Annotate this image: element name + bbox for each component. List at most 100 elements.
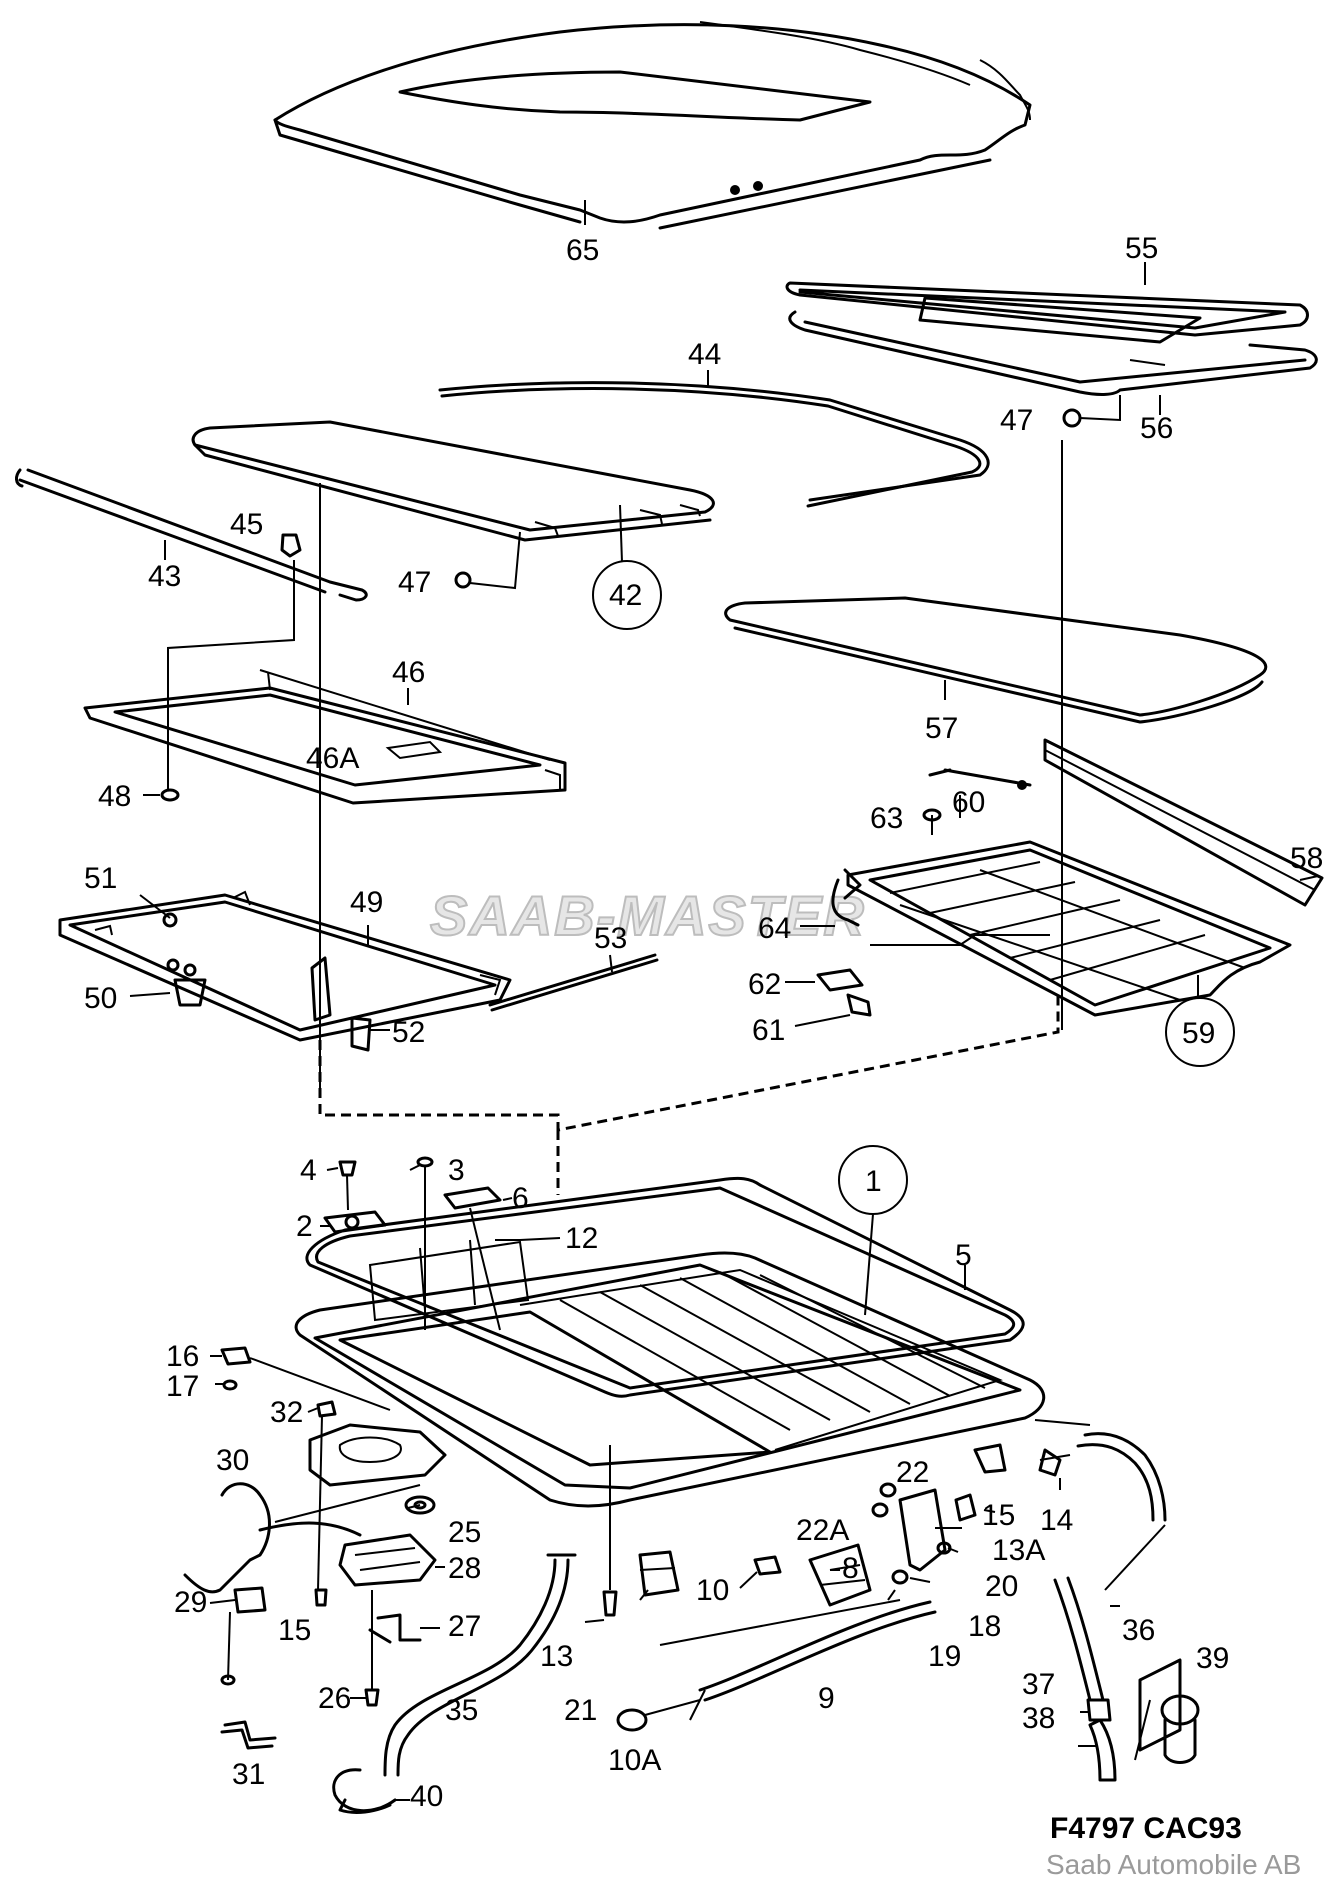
callout-63: 63 bbox=[870, 802, 903, 835]
sunroof-frame-1 bbox=[294, 1239, 1046, 1508]
clip-47-left bbox=[454, 531, 521, 590]
watermark: SAAB-MASTER bbox=[430, 884, 866, 947]
latch-52 bbox=[310, 956, 390, 1052]
callout-38: 38 bbox=[1022, 1702, 1055, 1735]
callout-50: 50 bbox=[84, 982, 117, 1015]
hose-36 bbox=[1053, 1432, 1167, 1702]
clip-31 bbox=[220, 1720, 277, 1750]
frame-59 bbox=[846, 840, 1292, 1017]
roof-panel bbox=[273, 21, 1032, 230]
callout-10: 10 bbox=[696, 1574, 729, 1607]
seal-57 bbox=[724, 596, 1268, 724]
callout-44: 44 bbox=[688, 338, 721, 371]
clip-47-right bbox=[1062, 395, 1121, 428]
mechanism-8 bbox=[808, 1543, 872, 1607]
callout-64: 64 bbox=[758, 912, 791, 945]
bolt-48 bbox=[143, 788, 180, 802]
callout-46: 46 bbox=[392, 656, 425, 689]
washer-2 bbox=[323, 1210, 387, 1234]
callout-29: 29 bbox=[174, 1586, 207, 1619]
callout-labels: 65 55 44 56 47 45 43 47 42 57 46 46A 48 … bbox=[84, 232, 1323, 1813]
switch-21 bbox=[638, 1550, 680, 1597]
callout-40: 40 bbox=[410, 1780, 443, 1813]
fitting-38 bbox=[1088, 1718, 1117, 1782]
callout-35: 35 bbox=[445, 1694, 478, 1727]
clip-32 bbox=[316, 1400, 337, 1591]
connector-29 bbox=[220, 1586, 267, 1686]
nut-22 bbox=[879, 1482, 897, 1498]
callout-10A: 10A bbox=[608, 1744, 661, 1777]
alignment-dashes bbox=[318, 990, 1060, 1132]
seal-frame-55 bbox=[785, 281, 1309, 344]
bolt-26 bbox=[364, 1590, 380, 1707]
callout-8: 8 bbox=[842, 1552, 859, 1585]
callout-46A: 46A bbox=[306, 742, 359, 775]
callout-2: 2 bbox=[296, 1210, 313, 1243]
callout-18: 18 bbox=[968, 1610, 1001, 1643]
callout-52: 52 bbox=[392, 1016, 425, 1049]
callout-51: 51 bbox=[84, 862, 117, 895]
bolt-61 bbox=[794, 993, 872, 1027]
callout-15-right: 15 bbox=[982, 1499, 1015, 1532]
callout-43: 43 bbox=[148, 560, 181, 593]
rod-53 bbox=[488, 953, 659, 1012]
callout-60: 60 bbox=[952, 786, 985, 819]
bracket-6 bbox=[443, 1186, 502, 1331]
bolt-13 bbox=[602, 1445, 618, 1617]
callout-57: 57 bbox=[925, 712, 958, 745]
callout-19: 19 bbox=[928, 1640, 961, 1673]
rail-60 bbox=[928, 768, 1032, 818]
callout-62: 62 bbox=[748, 968, 781, 1001]
screw-15-left bbox=[314, 1588, 328, 1607]
bracket-16 bbox=[220, 1346, 391, 1411]
callout-37: 37 bbox=[1022, 1668, 1055, 1701]
callout-1: 1 bbox=[865, 1165, 882, 1198]
callout-49: 49 bbox=[350, 886, 383, 919]
motor-28 bbox=[338, 1533, 437, 1587]
callout-47-left: 47 bbox=[398, 566, 431, 599]
callout-13A: 13A bbox=[992, 1534, 1045, 1567]
callout-20: 20 bbox=[985, 1570, 1018, 1603]
grommet-39 bbox=[1134, 1658, 1200, 1764]
callout-59: 59 bbox=[1182, 1017, 1215, 1050]
callout-12: 12 bbox=[565, 1222, 598, 1255]
nut-22A bbox=[871, 1502, 889, 1518]
callout-55: 55 bbox=[1125, 232, 1158, 265]
drawing-code: F4797 CAC93 bbox=[1050, 1812, 1242, 1845]
callout-48: 48 bbox=[98, 780, 131, 813]
seal-frame-56 bbox=[788, 310, 1318, 396]
bolt-51 bbox=[139, 894, 197, 977]
bracket-50 bbox=[129, 978, 207, 1007]
washer-25 bbox=[404, 1495, 436, 1515]
callout-17: 17 bbox=[166, 1370, 199, 1403]
clip-45 bbox=[280, 533, 302, 558]
cable-end-10A bbox=[616, 1699, 701, 1732]
callout-5: 5 bbox=[955, 1239, 972, 1272]
harness-30 bbox=[183, 1482, 421, 1594]
callout-6: 6 bbox=[512, 1182, 529, 1215]
callout-39: 39 bbox=[1196, 1642, 1229, 1675]
glass-panel-42 bbox=[191, 420, 715, 542]
motor-bracket bbox=[308, 1423, 447, 1487]
screw-17 bbox=[222, 1379, 238, 1391]
callout-3: 3 bbox=[448, 1154, 465, 1187]
callout-22A: 22A bbox=[796, 1514, 849, 1547]
bracket-62 bbox=[785, 968, 864, 992]
side-seal-43 bbox=[15, 468, 368, 602]
callout-42: 42 bbox=[609, 579, 642, 612]
bolt-3 bbox=[416, 1156, 434, 1330]
callout-47-right: 47 bbox=[1000, 404, 1033, 437]
bracket-13A bbox=[898, 1488, 947, 1572]
connector-37 bbox=[1086, 1698, 1112, 1722]
callout-22: 22 bbox=[896, 1456, 929, 1489]
callout-31: 31 bbox=[232, 1758, 265, 1791]
callout-14: 14 bbox=[1040, 1504, 1073, 1537]
clip-10 bbox=[753, 1555, 782, 1576]
callout-56: 56 bbox=[1140, 412, 1173, 445]
copyright-notice: Saab Automobile AB bbox=[1046, 1849, 1301, 1880]
bracket-27 bbox=[368, 1613, 422, 1644]
callout-58: 58 bbox=[1290, 842, 1323, 875]
callout-4: 4 bbox=[300, 1154, 317, 1187]
callout-36: 36 bbox=[1122, 1614, 1155, 1647]
